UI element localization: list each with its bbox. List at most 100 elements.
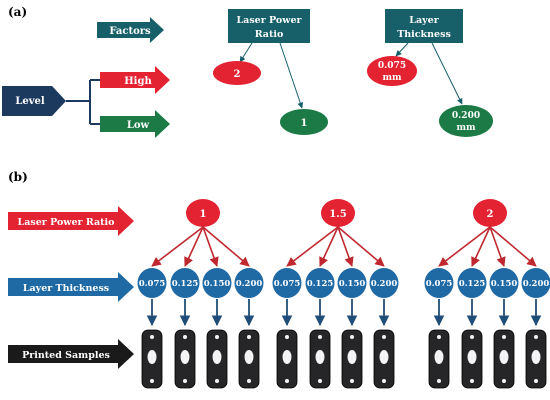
sample-hole-bottom [350,379,354,383]
thickness-value: 0.150 [339,279,366,289]
sample-hole-center [499,350,509,364]
high-label: High [124,76,152,87]
sample-hole-top [350,335,354,339]
thickness-value: 0.125 [307,279,334,289]
sample-hole-bottom [215,379,219,383]
sample-hole-center [315,350,325,364]
thickness-value: 0.150 [491,279,518,289]
thickness-node: 0.200 [521,268,550,298]
layer-high-node: 0.075 mm [367,56,417,86]
sample-hole-bottom [285,379,289,383]
laser-high-node: 2 [213,61,261,85]
layer-high-value-line1: 0.075 [378,61,406,71]
thickness-node: 0.125 [305,268,335,298]
sample-hole-bottom [247,379,251,383]
sample-hole-center [282,350,292,364]
level-arrow: Level [2,86,66,116]
sample-hole-top [183,335,187,339]
sample-hole-top [247,335,251,339]
ratio-branch-arrow [319,226,339,267]
sample-hole-top [502,335,506,339]
sample-hole-bottom [318,379,322,383]
printed-sample [141,329,163,389]
thickness-value: 0.125 [172,279,199,289]
ratio-branch-arrow [471,226,491,267]
layer-low-value-line1: 0.200 [452,111,480,121]
thickness-node-shape [170,268,200,298]
ratio-branch-arrow [438,226,491,267]
ratio-branch-arrow [202,226,219,267]
sample-hole-bottom [502,379,506,383]
sample-hole-top [215,335,219,339]
sample-hole-bottom [534,379,538,383]
sample-hole-bottom [183,379,187,383]
group-1: 1 0.075 0.125 0.150 0.200 [137,199,264,389]
sample-hole-top [470,335,474,339]
laser-to-low-arrow [279,42,304,109]
printed-sample [461,329,483,389]
printed-sample [276,329,298,389]
factors-arrow: Factors [97,17,164,43]
ratio-value: 1.5 [329,209,346,220]
thickness-node: 0.075 [272,268,302,298]
sample-hole-top [437,335,441,339]
thickness-node: 0.125 [170,268,200,298]
thickness-node-shape [489,268,519,298]
layer-factor-title-line2: Thickness [397,29,451,40]
layer-factor-title-line1: Layer [409,15,439,26]
ratio-branch-arrow [337,226,354,267]
layer-to-high-arrow [395,42,409,57]
printed-sample [206,329,228,389]
ratio-branch-arrow [151,226,204,267]
printed-sample [174,329,196,389]
laser-factor-title-line2: Ratio [255,29,284,40]
laser-power-factor: Laser Power Ratio [228,9,310,43]
ratio-branch-arrow [489,226,537,267]
ratio-branch-arrow [286,226,339,267]
layer-thickness-row-label: Layer Thickness [23,283,109,294]
thickness-value: 0.125 [459,279,486,289]
sample-hole-center [467,350,477,364]
laser-high-value: 2 [234,69,241,80]
sample-hole-top [534,335,538,339]
thickness-value: 0.150 [204,279,231,289]
thickness-node: 0.200 [234,268,264,298]
printed-sample [525,329,547,389]
ratio-branch-arrow [337,226,385,267]
sample-hole-center [434,350,444,364]
printed-samples-row-arrow: Printed Samples [8,339,134,369]
layer-low-value-line2: mm [456,123,476,133]
ratio-branch-arrow [184,226,204,267]
group-2: 1.5 0.075 0.125 0.150 0.200 [272,199,399,389]
ratio-value: 2 [487,209,494,220]
printed-sample [373,329,395,389]
printed-sample [428,329,450,389]
panel-a-label: (a) [8,5,27,19]
thickness-node-shape [424,268,454,298]
thickness-node-shape [337,268,367,298]
layer-to-low-arrow [431,42,463,105]
thickness-node-shape [305,268,335,298]
sample-hole-bottom [150,379,154,383]
laser-low-node: 1 [280,109,328,135]
thickness-value: 0.075 [139,279,166,289]
ratio-node: 1 [186,199,220,227]
laser-power-row-label: Laser Power Ratio [18,217,115,228]
thickness-value: 0.200 [236,279,263,289]
laser-to-high-arrow [239,42,253,63]
sample-hole-center [244,350,254,364]
ratio-value: 1 [200,209,207,220]
sample-hole-center [147,350,157,364]
thickness-node-shape [272,268,302,298]
sample-hole-top [318,335,322,339]
thickness-node: 0.150 [202,268,232,298]
thickness-node-shape [521,268,550,298]
ratio-node: 1.5 [321,199,355,227]
thickness-value: 0.200 [371,279,398,289]
ratio-node-shape [321,199,355,227]
layer-thickness-row-arrow: Layer Thickness [8,272,134,302]
thickness-node: 0.150 [489,268,519,298]
sample-hole-center [379,350,389,364]
sample-hole-bottom [382,379,386,383]
